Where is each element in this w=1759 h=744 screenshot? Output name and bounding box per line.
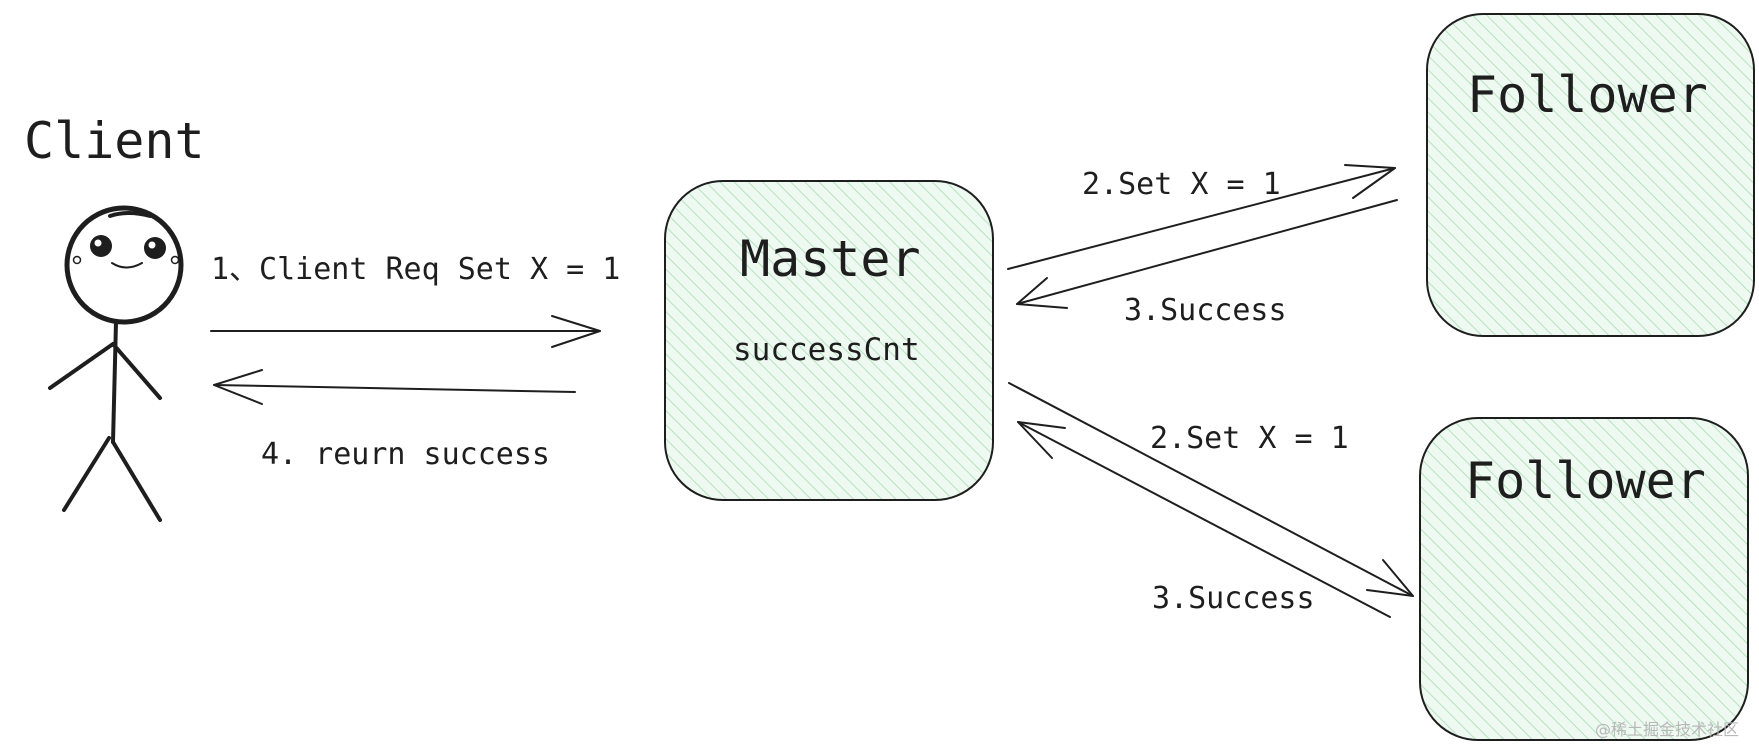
follower-bottom-node <box>1419 417 1749 741</box>
success-bottom-label: 3.Success <box>1152 581 1315 616</box>
follower-bottom-label: Follower <box>1465 452 1706 510</box>
client-label: Client <box>24 112 205 170</box>
set-bottom-arrow <box>1008 382 1414 597</box>
master-field-label: successCnt <box>733 332 920 368</box>
follower-top-label: Follower <box>1467 66 1708 124</box>
return-success-label: 4. reurn success <box>261 437 550 472</box>
master-label: Master <box>740 230 921 288</box>
success-top-arrow <box>1016 199 1398 309</box>
watermark-text: @稀土掘金技术社区 <box>1595 720 1739 739</box>
set-top-arrow <box>1007 164 1396 270</box>
return-success-arrow <box>213 369 576 405</box>
client-request-label: 1、Client Req Set X = 1 <box>211 252 620 287</box>
client-request-arrow <box>210 315 601 348</box>
client-stick-figure-icon <box>48 205 184 522</box>
success-top-label: 3.Success <box>1124 293 1287 328</box>
set-top-label: 2.Set X = 1 <box>1082 167 1281 202</box>
set-bottom-label: 2.Set X = 1 <box>1150 421 1349 456</box>
follower-top-node <box>1426 13 1755 337</box>
success-bottom-arrow <box>1017 421 1391 618</box>
master-node <box>664 180 994 501</box>
